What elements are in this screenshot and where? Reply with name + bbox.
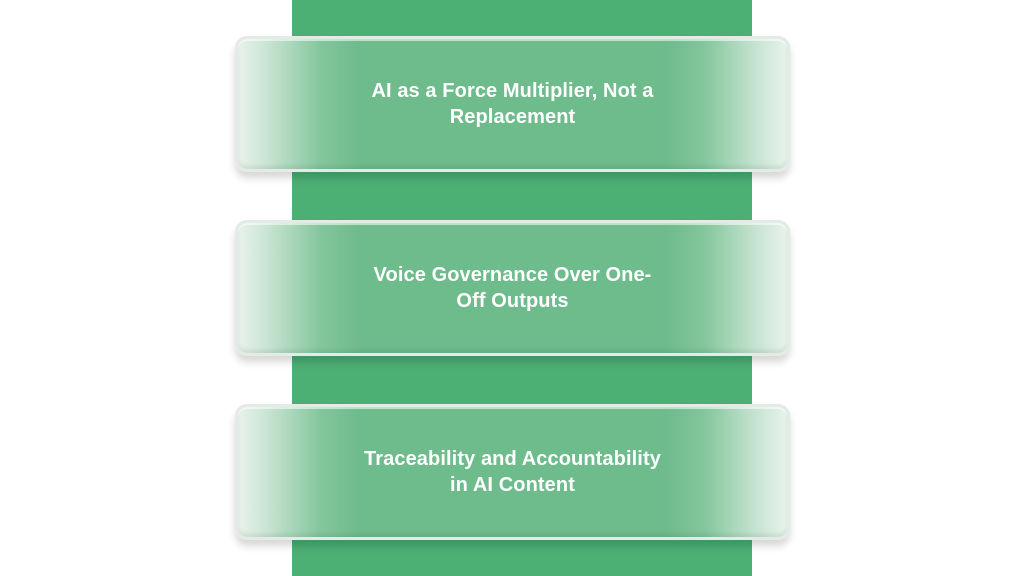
card-ai-force-multiplier: AI as a Force Multiplier, Not a Replacem…: [235, 36, 790, 172]
card-title: AI as a Force Multiplier, Not a Replacem…: [371, 80, 654, 128]
card-voice-governance: Voice Governance Over One-Off Outputs: [235, 220, 790, 356]
card-title: Traceability and Accountability in AI Co…: [364, 448, 661, 496]
card-title: Voice Governance Over One-Off Outputs: [373, 264, 652, 312]
card-traceability: Traceability and Accountability in AI Co…: [235, 404, 790, 540]
